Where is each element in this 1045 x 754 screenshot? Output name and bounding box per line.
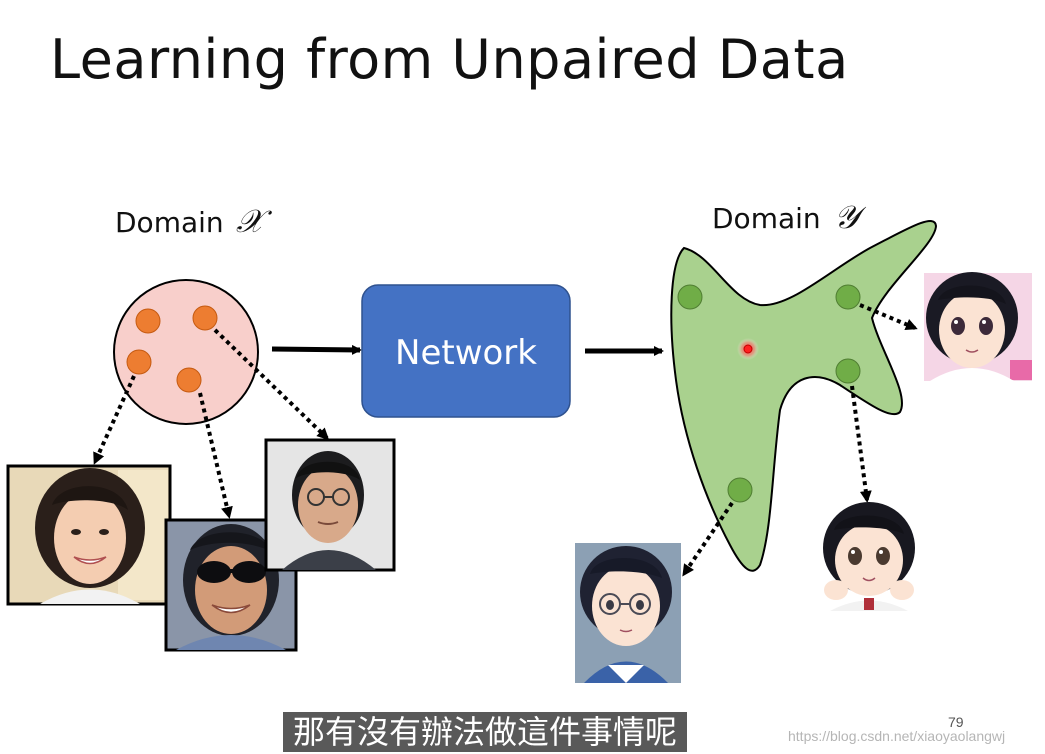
domain-x-dot bbox=[135, 308, 161, 334]
anime-face-middle-right bbox=[816, 502, 922, 611]
anime-face-bottom-left bbox=[575, 543, 681, 683]
domain-y-dot bbox=[835, 358, 861, 384]
dotted-arrow bbox=[198, 392, 233, 519]
domain-x-dot bbox=[192, 305, 218, 331]
watermark: https://blog.csdn.net/xiaoyaolangwj bbox=[788, 728, 1006, 744]
dotted-arrow bbox=[850, 385, 872, 503]
arrow-to-network bbox=[271, 344, 362, 355]
face-photo-woman bbox=[6, 464, 172, 606]
dotted-arrow bbox=[213, 328, 330, 441]
domain-y-text: Domain bbox=[712, 202, 821, 235]
video-subtitle: 那有沒有辦法做這件事情呢 bbox=[283, 712, 688, 752]
face-photo-man-glasses bbox=[264, 438, 396, 572]
page-number: 79 bbox=[948, 714, 964, 730]
domain-y-dot bbox=[677, 284, 703, 310]
domain-x-dot bbox=[126, 349, 152, 375]
domain-y-dot bbox=[727, 477, 753, 503]
domain-x-symbol: 𝒳 bbox=[236, 202, 273, 240]
network-label: Network bbox=[395, 333, 537, 373]
domain-y-dot bbox=[835, 284, 861, 310]
dotted-arrow bbox=[859, 303, 918, 331]
network-box: Network bbox=[361, 284, 571, 418]
dotted-arrow bbox=[682, 501, 734, 577]
domain-x-text: Domain bbox=[115, 206, 224, 239]
domain-y-label: Domain 𝒴 bbox=[712, 198, 867, 236]
domain-x-label: Domain 𝒳 bbox=[115, 202, 273, 240]
domain-y-symbol: 𝒴 bbox=[834, 198, 867, 236]
slide-title: Learning from Unpaired Data bbox=[50, 28, 849, 91]
generated-point bbox=[743, 344, 753, 354]
anime-face-top-right bbox=[924, 272, 1032, 381]
domain-x-dot bbox=[176, 367, 202, 393]
